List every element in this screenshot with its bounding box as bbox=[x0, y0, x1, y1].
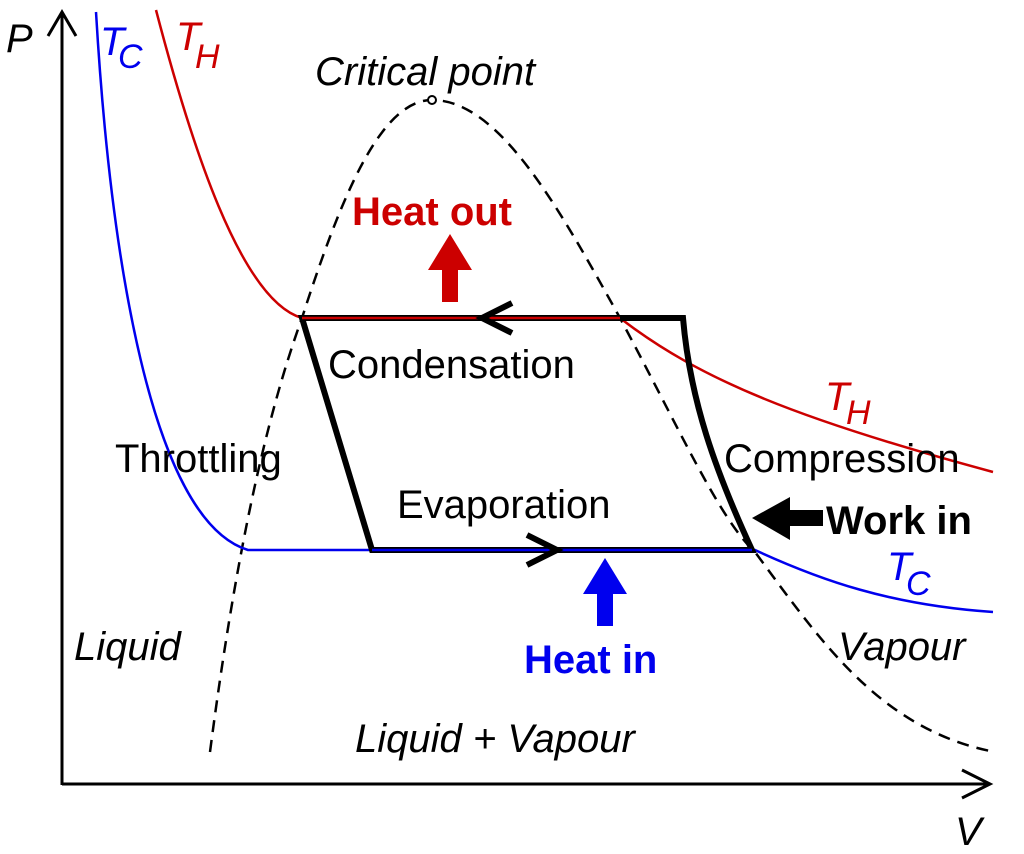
throttling-label: Throttling bbox=[115, 437, 282, 481]
liquid-vapour-label: Liquid + Vapour bbox=[355, 717, 637, 761]
tc-label-right: T C bbox=[887, 545, 931, 603]
cold-isotherm bbox=[94, 11, 994, 614]
svg-text:H: H bbox=[195, 38, 220, 76]
x-axis-arrow-icon bbox=[961, 768, 994, 800]
svg-text:H: H bbox=[846, 394, 871, 432]
y-axis-label: P bbox=[6, 17, 33, 61]
vapour-label: Vapour bbox=[838, 625, 967, 669]
work-in-arrow-icon bbox=[752, 497, 823, 540]
heat-in-label: Heat in bbox=[524, 638, 657, 682]
evaporation-direction-icon bbox=[525, 532, 564, 568]
x-axis-label: V bbox=[955, 810, 985, 854]
heat-in-arrow-icon bbox=[583, 558, 627, 626]
critical-point-marker bbox=[427, 95, 437, 105]
tc-label-top: T C bbox=[100, 20, 143, 76]
th-label-right: T H bbox=[825, 375, 871, 432]
y-axis-arrow-icon bbox=[46, 9, 78, 37]
svg-text:C: C bbox=[906, 565, 931, 603]
condensation-direction-icon bbox=[475, 300, 514, 336]
heat-out-label: Heat out bbox=[352, 190, 512, 234]
axes bbox=[46, 9, 994, 800]
critical-point-label: Critical point bbox=[315, 50, 537, 94]
saturation-dome bbox=[208, 98, 996, 754]
svg-text:T: T bbox=[825, 375, 852, 419]
work-in-label: Work in bbox=[826, 499, 972, 543]
svg-text:T: T bbox=[100, 20, 127, 64]
heat-out-arrow-icon bbox=[428, 234, 472, 302]
compression-label: Compression bbox=[724, 437, 960, 481]
svg-text:T: T bbox=[176, 15, 203, 59]
svg-text:C: C bbox=[118, 38, 143, 76]
th-label-top: T H bbox=[176, 15, 220, 76]
condensation-label: Condensation bbox=[328, 343, 575, 387]
liquid-label: Liquid bbox=[74, 625, 183, 669]
refrigeration-cycle bbox=[297, 300, 757, 568]
evaporation-label: Evaporation bbox=[397, 483, 610, 527]
svg-text:T: T bbox=[887, 545, 914, 589]
